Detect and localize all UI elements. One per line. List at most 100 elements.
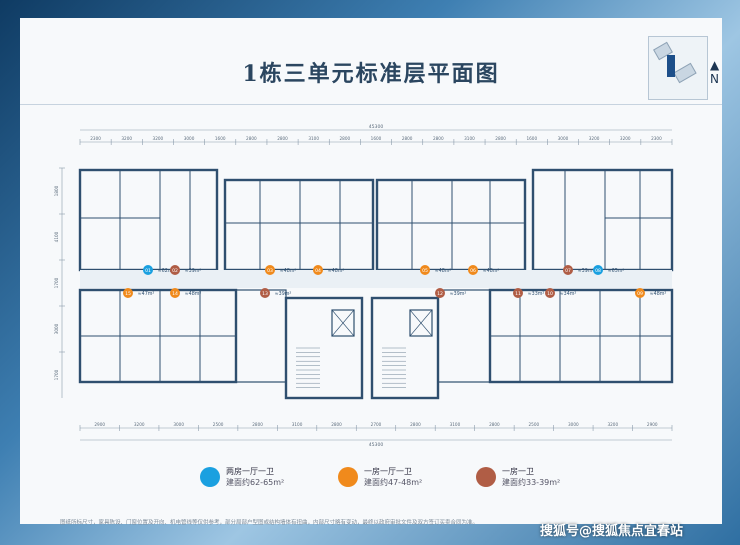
unit-wall-block: [375, 178, 527, 272]
unit-wall-block: [223, 178, 375, 272]
bottom-dim-label: 2800: [410, 422, 421, 427]
unit-area-14: ≈48m²: [185, 291, 202, 297]
left-dim-label: 1700: [54, 277, 59, 288]
overall-dim-label-bottom: 45300: [369, 442, 384, 448]
bottom-dim-label: 2800: [489, 422, 500, 427]
top-dim-label: 2800: [433, 136, 444, 141]
unit-number-10: 10: [547, 291, 553, 297]
elevator-cross: [331, 309, 355, 337]
left-dim-label: 1800: [54, 185, 59, 196]
unit-number-09: 09: [637, 291, 643, 297]
unit-badge-08: [593, 265, 603, 275]
top-dim-label: 3200: [589, 136, 600, 141]
unit-number-01: 01: [145, 268, 151, 274]
unit-area-06: ≈48m²: [483, 268, 500, 274]
key-map-highlight: [667, 55, 675, 77]
unit-number-11: 11: [515, 291, 521, 297]
bottom-dim-label: 2700: [371, 422, 382, 427]
top-dim-label: 2300: [90, 136, 101, 141]
top-dim-label: 2800: [277, 136, 288, 141]
core-left: [284, 296, 364, 400]
unit-number-03: 03: [267, 268, 273, 274]
legend-area: 建面约62-65m²: [226, 478, 285, 487]
elevator-shaft: [409, 309, 433, 337]
unit-area-02: ≈39m²: [185, 268, 202, 274]
bottom-dim-label: 3200: [134, 422, 145, 427]
legend-swatch: [476, 467, 496, 487]
overall-dim-label-top: 45300: [369, 124, 384, 130]
unit-badge-04: [313, 265, 323, 275]
bottom-dim-label: 2800: [331, 422, 342, 427]
unit-badge-10: [545, 288, 555, 298]
top-dim-label: 1600: [215, 136, 226, 141]
top-dim-label: 3000: [558, 136, 569, 141]
top-dim-label: 1600: [526, 136, 537, 141]
unit-badge-11: [513, 288, 523, 298]
legend-label: 一房一厅一卫: [364, 467, 412, 476]
unit-area-05: ≈48m²: [435, 268, 452, 274]
watermark: 搜狐号@搜狐焦点宜春站: [540, 524, 684, 539]
unit-badge-03: [265, 265, 275, 275]
unit-area-08: ≈65m²: [608, 268, 625, 274]
left-dim-label: 1700: [54, 369, 59, 380]
bottom-dim-label: 2800: [252, 422, 263, 427]
legend-area: 建面约47-48m²: [364, 478, 423, 487]
elevator-shaft: [331, 309, 355, 337]
unit-area-09: ≈48m²: [650, 291, 667, 297]
legend-label: 一房一卫: [502, 467, 534, 476]
unit-number-06: 06: [470, 268, 476, 274]
corridor: [80, 270, 672, 288]
top-dim-label: 2800: [246, 136, 257, 141]
left-dim-label: 4100: [54, 231, 59, 242]
legend-item-one-bedroom: 一房一卫 建面约33-39m²: [476, 466, 560, 488]
top-dim-label: 3000: [184, 136, 195, 141]
top-dim-label: 3200: [153, 136, 164, 141]
unit-area-03: ≈48m²: [280, 268, 297, 274]
bottom-dim-label: 3200: [607, 422, 618, 427]
unit-area-12: ≈39m²: [450, 291, 467, 297]
legend-swatch: [200, 467, 220, 487]
bottom-dim-label: 3000: [568, 422, 579, 427]
unit-badge-14: [170, 288, 180, 298]
top-dim-label: 3200: [121, 136, 132, 141]
unit-badge-09: [635, 288, 645, 298]
unit-area-10: ≈34m²: [560, 291, 577, 297]
unit-badge-02: [170, 265, 180, 275]
unit-badge-05: [420, 265, 430, 275]
bottom-dim-label: 2900: [94, 422, 105, 427]
unit-number-05: 05: [422, 268, 428, 274]
bottom-dim-label: 2500: [529, 422, 540, 427]
unit-number-04: 04: [315, 268, 321, 274]
unit-area-15: ≈47m²: [138, 291, 155, 297]
unit-number-08: 08: [595, 268, 601, 274]
unit-area-11: ≈33m²: [528, 291, 545, 297]
unit-wall-block: [437, 289, 491, 383]
bottom-dim-label: 3100: [292, 422, 303, 427]
top-dim-label: 2800: [402, 136, 413, 141]
unit-area-13: ≈39m²: [275, 291, 292, 297]
site-key-map: [648, 36, 708, 100]
unit-wall-block: [78, 168, 219, 272]
disclaimer-text: 图纸所标尺寸，家具陈设、门窗位置及开向、机电管线等仅供参考，部分局部户型图或结构…: [60, 520, 479, 526]
compass-label: N: [710, 72, 719, 86]
unit-number-13: 13: [262, 291, 268, 297]
top-dim-label: 1600: [371, 136, 382, 141]
legend-area: 建面约33-39m²: [502, 478, 561, 487]
floor-plan: 45300 2300 3200 3200 3000 1600 2800 2800 3100 280…: [54, 124, 674, 448]
unit-badge-01: [143, 265, 153, 275]
page-title: 1栋三单元标准层平面图: [242, 61, 500, 87]
top-dim-label: 2800: [340, 136, 351, 141]
unit-number-12: 12: [437, 291, 443, 297]
legend-item-one-bedroom-hall: 一房一厅一卫 建面约47-48m²: [338, 466, 422, 488]
bottom-dim-label: 2900: [647, 422, 658, 427]
unit-area-01: ≈62m²: [158, 268, 175, 274]
unit-wall-block: [235, 289, 287, 383]
left-dim-label: 3000: [54, 323, 59, 334]
elevator-cross: [409, 309, 433, 337]
unit-number-15: 15: [125, 291, 131, 297]
unit-badge-15: [123, 288, 133, 298]
bottom-dim-label: 2500: [213, 422, 224, 427]
top-dim-label: 2300: [651, 136, 662, 141]
legend-item-two-bedroom: 两房一厅一卫 建面约62-65m²: [200, 466, 284, 488]
